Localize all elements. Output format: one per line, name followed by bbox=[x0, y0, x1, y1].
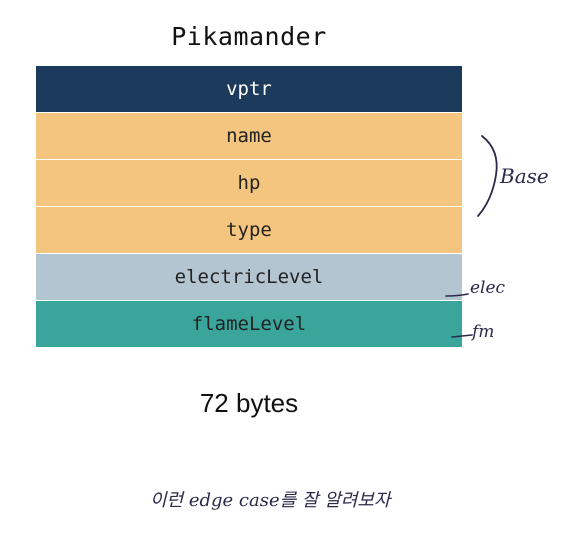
annotation-base: Base bbox=[500, 164, 549, 188]
annotation-flame: fm bbox=[472, 322, 495, 342]
field-vptr: vptr bbox=[36, 66, 462, 112]
field-flame-level: flameLevel bbox=[36, 301, 462, 347]
annotation-bottom-note: 이런 edge case를 잘 알려보자 bbox=[150, 490, 391, 511]
field-electric-level: electricLevel bbox=[36, 254, 462, 300]
field-type: type bbox=[36, 207, 462, 253]
size-label: 72 bytes bbox=[199, 388, 299, 418]
field-hp: hp bbox=[36, 160, 462, 206]
annotation-elec: elec bbox=[470, 278, 506, 298]
field-name: name bbox=[36, 113, 462, 159]
base-brace bbox=[477, 135, 498, 217]
struct-title: Pikamander bbox=[171, 22, 327, 51]
memory-layout: vptr name hp type electricLevel flameLev… bbox=[36, 66, 462, 348]
